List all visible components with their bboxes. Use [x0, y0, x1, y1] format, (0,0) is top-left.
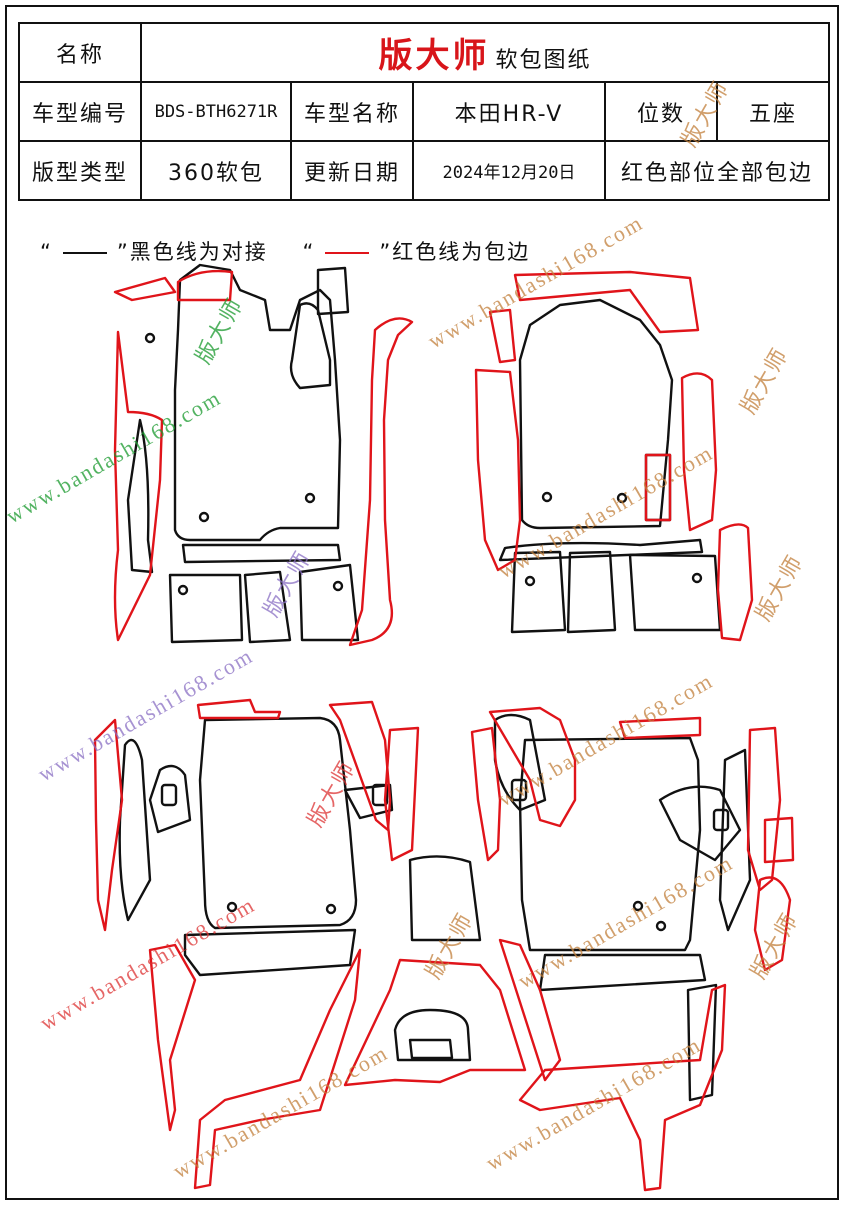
page-frame — [5, 5, 839, 1200]
pattern-bottom-left — [118, 716, 482, 1062]
pattern-top-left-edges — [113, 269, 414, 647]
date-value: 2024年12月20日 — [412, 140, 606, 201]
type-value: 360软包 — [140, 140, 292, 201]
type-label: 版型类型 — [18, 140, 142, 201]
legend-red-line — [325, 252, 370, 254]
model-code: BDS-BTH6271R — [140, 81, 292, 142]
seats-value: 五座 — [715, 81, 831, 142]
brand-title: 版大师软包图纸 — [139, 22, 831, 83]
header-row-title: 名称 版大师软包图纸 — [18, 22, 831, 83]
model-name: 本田HR-V — [412, 81, 606, 142]
date-label: 更新日期 — [290, 140, 414, 201]
header-row-type: 版型类型 360软包 更新日期 2024年12月20日 红色部位全部包边 — [18, 140, 831, 201]
legend: “”黑色线为对接 “”红色线为包边 — [40, 236, 530, 266]
legend-quote-close-2: ” — [379, 240, 393, 264]
pattern-top-left — [126, 263, 360, 644]
model-name-label: 车型名称 — [290, 81, 414, 142]
header-table: 名称 版大师软包图纸 车型编号 BDS-BTH6271R 车型名称 本田HR-V… — [18, 22, 831, 201]
pattern-bottom-left-edges — [93, 698, 527, 1190]
legend-red-text: 红色线为包边 — [392, 240, 531, 264]
legend-quote-open: “ — [40, 240, 53, 264]
pattern-bottom-right-edges — [470, 706, 795, 1192]
legend-black-line — [62, 252, 107, 254]
brand-subtitle: 软包图纸 — [495, 48, 592, 73]
brand-name: 版大师 — [378, 36, 490, 76]
pattern-top-right-edges — [474, 270, 754, 642]
name-label: 名称 — [18, 22, 142, 83]
legend-black-text: 黑色线为对接 — [129, 240, 268, 264]
model-code-label: 车型编号 — [18, 81, 142, 142]
legend-quote-close: ” — [116, 240, 130, 264]
seats-label: 位数 — [604, 81, 718, 142]
edge-note: 红色部位全部包边 — [603, 140, 831, 201]
legend-quote-open-2: “ — [302, 240, 316, 264]
header-row-model: 车型编号 BDS-BTH6271R 车型名称 本田HR-V 位数 五座 — [18, 81, 831, 142]
